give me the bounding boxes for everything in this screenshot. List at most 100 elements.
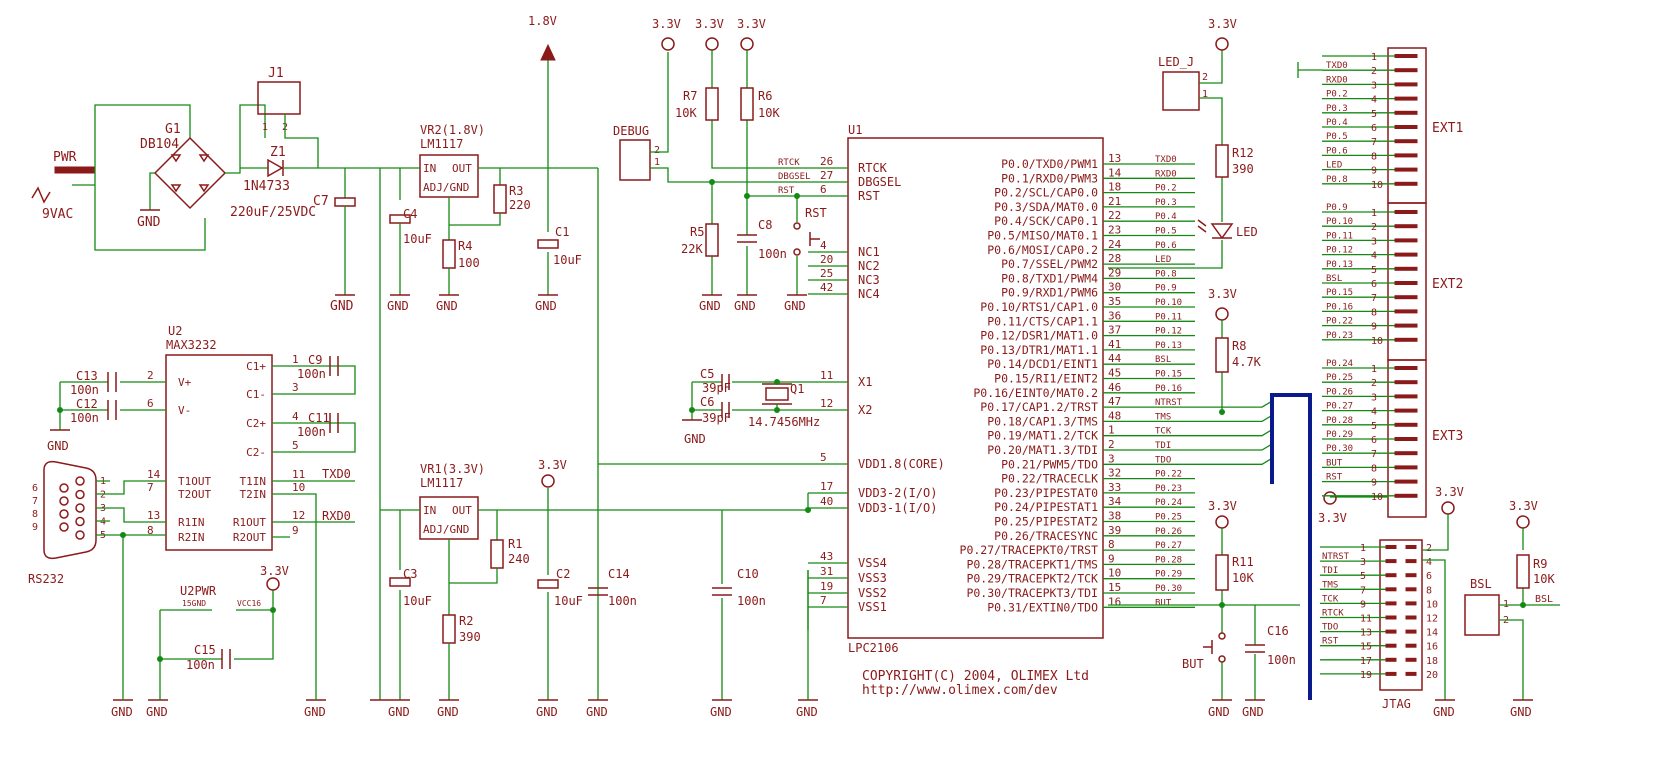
svg-text:1: 1 [1202, 89, 1208, 100]
jtag-bus-entry [1195, 457, 1273, 465]
rs232-pin-contact [59, 483, 69, 493]
u2-pin-name: T2IN [240, 488, 267, 501]
button-section: 3.3V R11 10K BUT C16 100n GND GND [1108, 499, 1300, 719]
ext-net-label: P0.11 [1326, 231, 1353, 241]
c16-value: 100n [1267, 653, 1296, 667]
jtag-pin-number: 16 [1426, 642, 1438, 653]
u2-pin-name: T1OUT [178, 475, 211, 488]
u1-pin-name: X2 [858, 403, 872, 417]
u2-pin-number: 2 [147, 369, 154, 382]
ext-net-label: P0.10 [1326, 217, 1353, 227]
ext-pin-number: 3 [1371, 392, 1377, 403]
v33-label: 3.3V [1435, 485, 1464, 499]
txd0-net-label: TXD0 [322, 467, 351, 481]
ext-pin-number: 10 [1371, 336, 1383, 347]
u1-pin-number: 6 [820, 183, 827, 196]
jtag-pin-number: 17 [1360, 656, 1372, 667]
u2-pin-number: 7 [147, 481, 154, 494]
vr2-out-pin: OUT [452, 162, 472, 175]
u1-net-label: TDI [1155, 441, 1171, 451]
u1-pin-number: 18 [1108, 181, 1121, 194]
bsl-label: BSL [1470, 577, 1492, 591]
u2-pin-name: C1+ [246, 360, 266, 373]
u2-pin-number: 1 [292, 353, 299, 366]
c15-label: C15 [194, 643, 216, 657]
ext-pin-number: 4 [1371, 407, 1377, 418]
r3-label: R3 [509, 184, 523, 198]
ext-pin-number: 7 [1371, 137, 1377, 148]
u1-pin-number: 27 [820, 169, 833, 182]
ext-net-label: RXD0 [1326, 75, 1348, 85]
u1-pin-name: NC2 [858, 259, 880, 273]
ext-pin-number: 5 [1371, 109, 1377, 120]
u1-pin-number: 24 [1108, 238, 1122, 251]
jtag-net-label: TDI [1322, 566, 1338, 576]
ext-pin [1394, 224, 1418, 229]
svg-text:2: 2 [1202, 72, 1208, 83]
ext-pin-number: 3 [1371, 80, 1377, 91]
u1-pin-number: 32 [1108, 467, 1121, 480]
u1-pin-number: 47 [1108, 395, 1121, 408]
ext-net-label: BSL [1326, 274, 1342, 284]
u1-pin-name: NC1 [858, 245, 880, 259]
gnd-label: GND [437, 705, 459, 719]
u1-net-label: DBGSEL [778, 172, 811, 182]
u1-net-label: P0.16 [1155, 384, 1182, 394]
u1-pin-name: P0.30/TRACEPKT3/TDI [966, 586, 1098, 600]
u2-pin-number: 4 [292, 410, 299, 423]
jtag-pin [1405, 657, 1417, 662]
ext-pin [1394, 493, 1418, 498]
u1-net-label: P0.23 [1155, 484, 1182, 494]
rs232-pin-number: 9 [32, 522, 38, 533]
u1-pin-number: 7 [820, 594, 827, 607]
u2-pin-number: 14 [147, 468, 161, 481]
r9-value: 10K [1533, 572, 1555, 586]
gnd-label: GND [388, 705, 410, 719]
rs232-pin-number: 8 [32, 509, 38, 520]
gnd-label: GND [699, 299, 721, 313]
u1-pin-number: 39 [1108, 524, 1121, 537]
u1-net-label: P0.12 [1155, 327, 1182, 337]
r11-label: R11 [1232, 555, 1254, 569]
u1-pin-name: P0.14/DCD1/EINT1 [987, 357, 1098, 371]
c13-value: 100n [70, 383, 99, 397]
u1-label: U1 [848, 123, 862, 137]
v33-label: 3.3V [538, 458, 567, 472]
ext-net-label: P0.4 [1326, 118, 1348, 128]
r7-value: 10K [675, 106, 697, 120]
ext-net-label: P0.13 [1326, 260, 1353, 270]
j1-connector [257, 81, 301, 115]
u1-pin-number: 12 [820, 397, 833, 410]
ext-pin [1394, 281, 1418, 285]
v33-label: 3.3V [1208, 287, 1237, 301]
jtag-pin-number: 7 [1360, 585, 1366, 596]
u1-pin-name: NC4 [858, 287, 880, 301]
ext-net-label: P0.27 [1326, 402, 1353, 412]
ext3-label: EXT3 [1432, 429, 1463, 444]
jtag-net-label: RST [1322, 637, 1339, 647]
u1-net-label: P0.4 [1155, 212, 1177, 222]
vr1-label: VR1(3.3V) [420, 462, 485, 476]
rs232-label: RS232 [28, 572, 64, 586]
gnd-label: GND [710, 705, 732, 719]
u2-pin-name: R2IN [178, 531, 205, 544]
jtag-net-label: TMS [1322, 580, 1338, 590]
c10-label: C10 [737, 567, 759, 581]
c8-value: 100n [758, 247, 787, 261]
u1-pin-name: P0.4/SCK/CAP0.1 [994, 214, 1098, 228]
u1-pin-name: P0.15/RI1/EINT2 [994, 372, 1098, 386]
jtag-pin [1385, 615, 1397, 620]
v33-label: 3.3V [260, 564, 289, 578]
gnd-label: GND [586, 705, 608, 719]
q1-label: Q1 [790, 382, 804, 396]
r2-value: 390 [459, 630, 481, 644]
u2-pin-number: 11 [292, 468, 305, 481]
ext-net-label: P0.8 [1326, 175, 1348, 185]
u2-pin-number: 10 [292, 481, 305, 494]
ext-pin [1394, 96, 1418, 101]
jtag-pin [1385, 657, 1397, 662]
c1-value: 10uF [553, 253, 582, 267]
ext-pin-number: 6 [1371, 123, 1377, 134]
c13-label: C13 [76, 369, 98, 383]
